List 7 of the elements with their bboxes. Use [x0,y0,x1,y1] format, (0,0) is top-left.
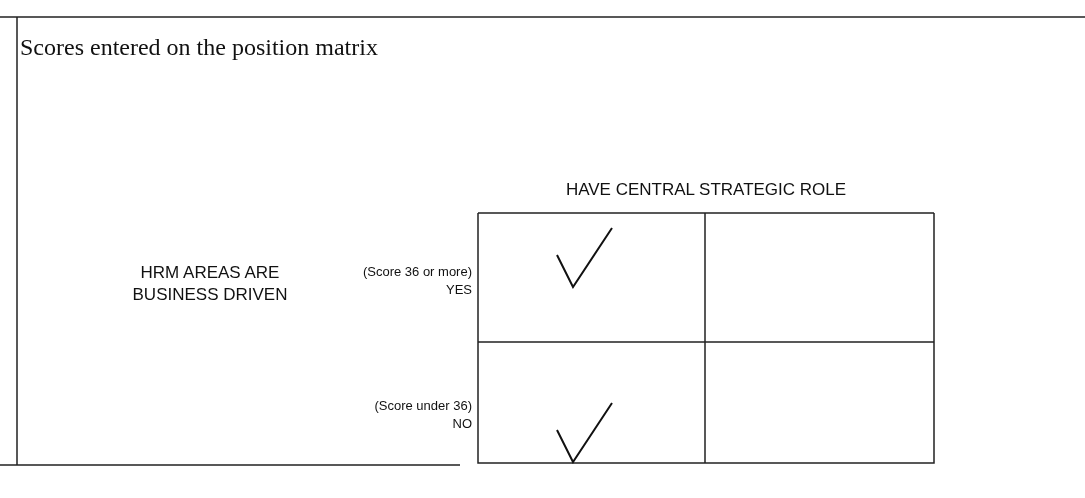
axis-heading: HRM AREAS ARE BUSINESS DRIVEN [131,262,289,306]
column-heading: HAVE CENTRAL STRATEGIC ROLE [564,180,848,200]
row-heading: YES [446,282,472,297]
row-note: (Score under 36) [374,398,472,413]
row-note: (Score 36 or more) [362,264,472,279]
row-heading: NO [452,416,472,431]
title: Scores entered on the position matrix [20,34,378,61]
